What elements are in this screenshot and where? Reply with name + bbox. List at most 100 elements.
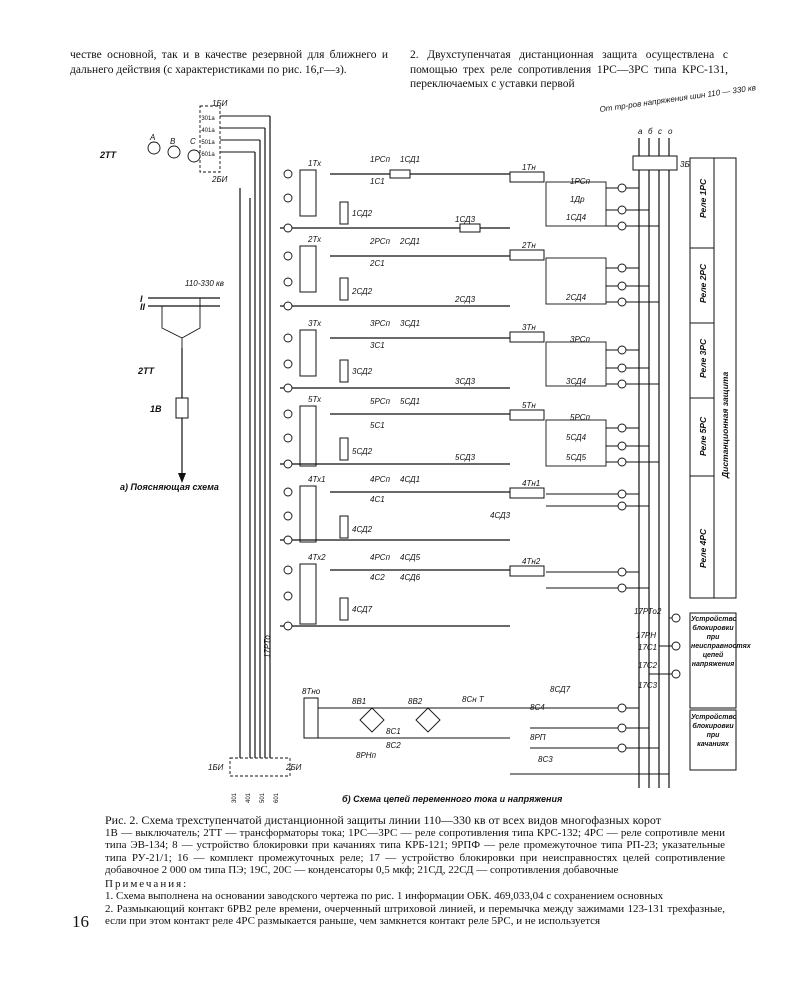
notes-heading: Примечания: — [105, 877, 189, 890]
bar-voltage-block: Устройство блокировки при неисправностях… — [691, 616, 751, 668]
svg-text:5СД3: 5СД3 — [455, 453, 476, 462]
relay-section-3: 3Тх 3РСп 3СД1 3С1 3СД2 3СД3 3Тн 3РСп 3СД… — [280, 319, 659, 389]
svg-text:4РСп: 4РСп — [370, 475, 391, 484]
bar-relay-4: Реле 4РС — [698, 528, 708, 568]
svg-text:1Тх: 1Тх — [308, 159, 322, 168]
svg-text:8РНп: 8РНп — [356, 751, 377, 760]
svg-text:8С3: 8С3 — [538, 755, 553, 764]
terminal-circle — [283, 359, 293, 369]
caption-title: Рис. 2. Схема трехступенчатой дистанцион… — [105, 813, 661, 827]
relay-section-2: 2Тх 2РСп 2СД1 2С1 2СД2 2СД3 2Тн 2СД4 — [280, 235, 659, 307]
terminal-circle — [283, 333, 293, 343]
svg-text:501а: 501а — [201, 140, 215, 146]
svg-text:1С1: 1С1 — [370, 177, 385, 186]
bar-relay-2: Реле 2РС — [698, 263, 708, 303]
voltage-bus-lines: 3БИ — [632, 138, 696, 788]
svg-text:17С1: 17С1 — [638, 643, 657, 652]
svg-text:4РСп: 4РСп — [370, 553, 391, 562]
terminal-circle — [617, 281, 627, 291]
svg-text:3СД3: 3СД3 — [455, 377, 476, 386]
svg-text:501: 501 — [260, 792, 266, 803]
phase-label-a: a — [638, 127, 643, 136]
svg-text:II: II — [140, 302, 146, 312]
svg-text:4Тн2: 4Тн2 — [522, 557, 541, 566]
svg-text:4СД2: 4СД2 — [352, 525, 373, 534]
svg-text:2СД4: 2СД4 — [565, 293, 587, 302]
svg-text:8Сн Т: 8Сн Т — [462, 695, 485, 704]
terminal-circle — [283, 433, 293, 443]
svg-text:5СД4: 5СД4 — [566, 433, 587, 442]
terminal-circle — [283, 621, 293, 631]
terminal-circle — [617, 221, 627, 231]
svg-text:17РН: 17РН — [636, 631, 656, 640]
voltage-label: 110-330 кв — [185, 279, 224, 288]
note-2: 2. Размыкающий контакт 6РВ2 реле времени… — [105, 902, 725, 928]
terminal-circle — [617, 489, 627, 499]
svg-text:2РСп: 2РСп — [369, 237, 391, 246]
svg-text:8В1: 8В1 — [352, 697, 366, 706]
terminal-circle — [283, 223, 293, 233]
relay-section-1: 1Тх 1РСп 1СД1 1С1 1СД2 1СД3 1Тн 1РСп 1Др… — [280, 155, 659, 233]
svg-text:401а: 401а — [201, 128, 215, 134]
label-1bi-top: 1БИ — [212, 99, 228, 108]
swing-block-8: 8Тно 8В1 8В2 8С1 8С2 8Сн Т 8С4 8С3 8СД7 … — [302, 685, 669, 775]
terminal-circle — [617, 583, 627, 593]
svg-text:4С1: 4С1 — [370, 495, 385, 504]
svg-text:3БИ: 3БИ — [680, 160, 696, 169]
bottom-terminals: 1БИ 2БИ 301 401 501 601 б) Схема цепей п… — [208, 757, 563, 804]
explanatory-diagram: 110-330 кв I II 2ТТ 1В а) Поясняющая схе… — [120, 279, 224, 492]
svg-text:4С2: 4С2 — [370, 573, 385, 582]
svg-text:5РСп: 5РСп — [570, 413, 591, 422]
terminal-circle — [283, 193, 293, 203]
terminal-circle — [617, 723, 627, 733]
svg-text:8В2: 8В2 — [408, 697, 423, 706]
svg-text:5РСп: 5РСп — [370, 397, 391, 406]
svg-text:1СД4: 1СД4 — [566, 213, 587, 222]
svg-text:8Тно: 8Тно — [302, 687, 321, 696]
svg-text:2СД2: 2СД2 — [351, 287, 373, 296]
svg-text:4СД3: 4СД3 — [490, 511, 511, 520]
svg-text:5Тх: 5Тх — [308, 395, 322, 404]
label-2tt-mid: 2ТТ — [137, 366, 156, 376]
terminal-circle — [283, 251, 293, 261]
figure-caption: Рис. 2. Схема трехступенчатой дистанцион… — [105, 814, 725, 928]
terminal-circle — [617, 363, 627, 373]
svg-text:5Тн: 5Тн — [522, 401, 536, 410]
svg-text:1СД3: 1СД3 — [455, 215, 476, 224]
svg-text:4Тх1: 4Тх1 — [308, 475, 326, 484]
svg-text:C: C — [190, 137, 196, 146]
terminal-circle — [617, 423, 627, 433]
svg-text:8СД7: 8СД7 — [550, 685, 571, 694]
svg-text:8С1: 8С1 — [386, 727, 401, 736]
terminal-circle — [617, 297, 627, 307]
terminal-circle — [617, 345, 627, 355]
terminal-circle — [283, 301, 293, 311]
svg-text:17РТо: 17РТо — [263, 635, 272, 658]
terminal-circle — [283, 511, 293, 521]
svg-text:B: B — [170, 137, 176, 146]
label-2tt-top: 2ТТ — [99, 150, 118, 160]
svg-text:3Тх: 3Тх — [308, 319, 322, 328]
terminal-circle — [283, 487, 293, 497]
caption-legend: 1В — выключатель; 2ТТ — трансформаторы т… — [105, 826, 725, 877]
circuit-diagram: От тр-ров напряжения шин 110 — 330 кв a … — [90, 83, 756, 810]
svg-text:2С1: 2С1 — [369, 259, 385, 268]
svg-text:8РП: 8РП — [530, 733, 546, 742]
terminal-circle — [617, 743, 627, 753]
bar-swing-block: Устройство блокировки при качаниях — [691, 714, 737, 748]
svg-text:401: 401 — [246, 792, 252, 803]
bar-relay-1: Реле 1РС — [698, 178, 708, 218]
label-1bi-bottom: 1БИ — [208, 763, 224, 772]
sublabel-a: а) Поясняющая схема — [120, 482, 219, 492]
phase-label-c: с — [658, 127, 662, 136]
terminal-circle — [617, 205, 627, 215]
terminal-circle — [617, 501, 627, 511]
phase-label-o: о — [668, 127, 673, 136]
terminal-circle — [283, 591, 293, 601]
bar-relay-5: Реле 5РС — [698, 416, 708, 456]
svg-text:1РСп: 1РСп — [370, 155, 391, 164]
svg-text:2СД3: 2СД3 — [454, 295, 476, 304]
svg-text:1СД2: 1СД2 — [352, 209, 373, 218]
svg-text:17С3: 17С3 — [638, 681, 658, 690]
svg-text:1Др: 1Др — [570, 195, 585, 204]
